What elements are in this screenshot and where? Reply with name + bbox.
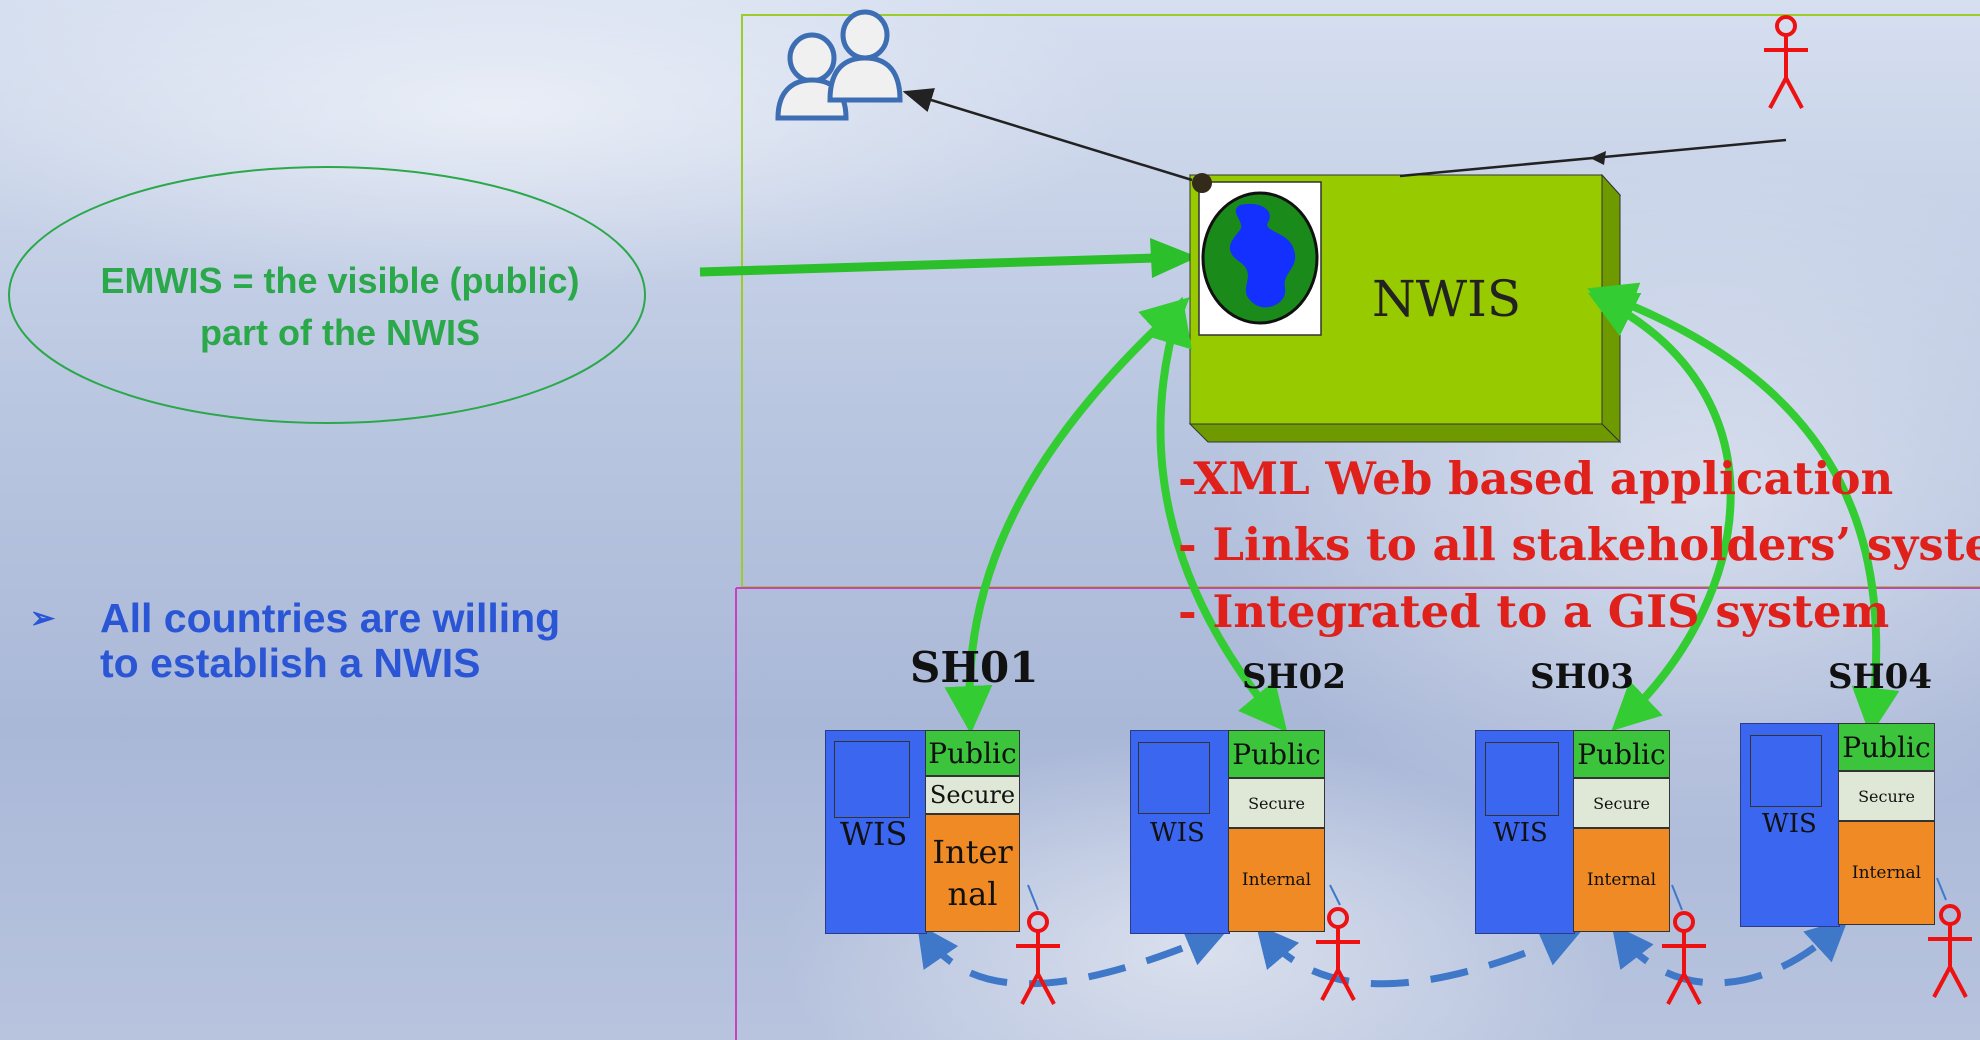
sh04-title: SH04 — [1828, 657, 1932, 697]
connector-sh04 — [1936, 877, 1947, 901]
globe-icon — [1201, 191, 1319, 325]
wis-label: WIS — [1762, 809, 1817, 839]
actor-icon — [1762, 15, 1810, 110]
internal-label-1: Inter — [932, 833, 1013, 871]
feature-gis: - Integrated to a GIS system — [1178, 585, 1890, 638]
nwis-to-users-arrow — [902, 88, 1193, 182]
feature-xml: -XML Web based application — [1178, 452, 1894, 505]
public-layer: Public — [1573, 730, 1670, 778]
wis-label: WIS — [1493, 818, 1548, 848]
exchange-arrow-3 — [1611, 918, 1849, 987]
public-layer: Public — [925, 730, 1020, 776]
nwis-label: NWIS — [1372, 270, 1522, 328]
internal-layer: Internal — [1838, 821, 1935, 925]
globe-frame — [834, 741, 910, 818]
globe-frame — [1485, 742, 1559, 816]
public-layer: Public — [1228, 730, 1325, 778]
sh02-title: SH02 — [1242, 657, 1346, 697]
secure-layer: Secure — [1228, 778, 1325, 828]
bullet-line-1: All countries are willing — [100, 595, 561, 641]
internal-label-2: nal — [947, 875, 998, 913]
sh01-title: SH01 — [910, 643, 1039, 692]
nwis-connector-dot — [1192, 173, 1212, 193]
callout-arrow — [699, 253, 1156, 277]
users-icon — [775, 9, 903, 121]
internal-layer: Internal — [1573, 828, 1670, 932]
callout-ellipse — [8, 166, 646, 424]
link-arrow-sh02 — [1145, 296, 1288, 733]
wis-block — [1130, 730, 1230, 934]
wis-label: WIS — [840, 815, 908, 853]
callout-line-2: part of the NWIS — [200, 312, 480, 353]
secure-layer: Secure — [925, 776, 1020, 814]
link-arrow-sh01 — [944, 297, 1190, 734]
globe-frame — [1138, 742, 1210, 814]
internal-layer: Inter nal — [925, 814, 1020, 932]
wis-label: WIS — [1150, 818, 1205, 848]
callout-text: EMWIS = the visible (public) part of the… — [40, 255, 640, 359]
actor-icon — [1014, 911, 1062, 1006]
sh03-title: SH03 — [1530, 657, 1634, 697]
callout-arrow-head — [1150, 238, 1198, 278]
exchange-arrow-2 — [1255, 924, 1583, 988]
feature-links: - Links to all stakeholders’ systems — [1178, 518, 1980, 571]
globe-frame — [1750, 735, 1822, 807]
connector-sh03 — [1671, 884, 1683, 911]
wis-block — [1740, 723, 1840, 927]
connector-sh01 — [1027, 884, 1039, 911]
internal-layer: Internal — [1228, 828, 1325, 932]
actor-arrow-head — [1590, 151, 1606, 165]
secure-layer: Secure — [1573, 778, 1670, 828]
exchange-arrow-1 — [917, 923, 1228, 988]
bullet-marker: ➢ — [30, 602, 56, 635]
link-arrow-sh04 — [1587, 282, 1900, 736]
callout-line-1: EMWIS = the visible (public) — [100, 260, 580, 301]
nwis-box-bottom — [1188, 423, 1622, 443]
bullet-line-2: to establish a NWIS — [100, 640, 481, 686]
connector-sh02 — [1329, 884, 1341, 906]
secure-layer: Secure — [1838, 771, 1935, 821]
public-layer: Public — [1838, 723, 1935, 771]
